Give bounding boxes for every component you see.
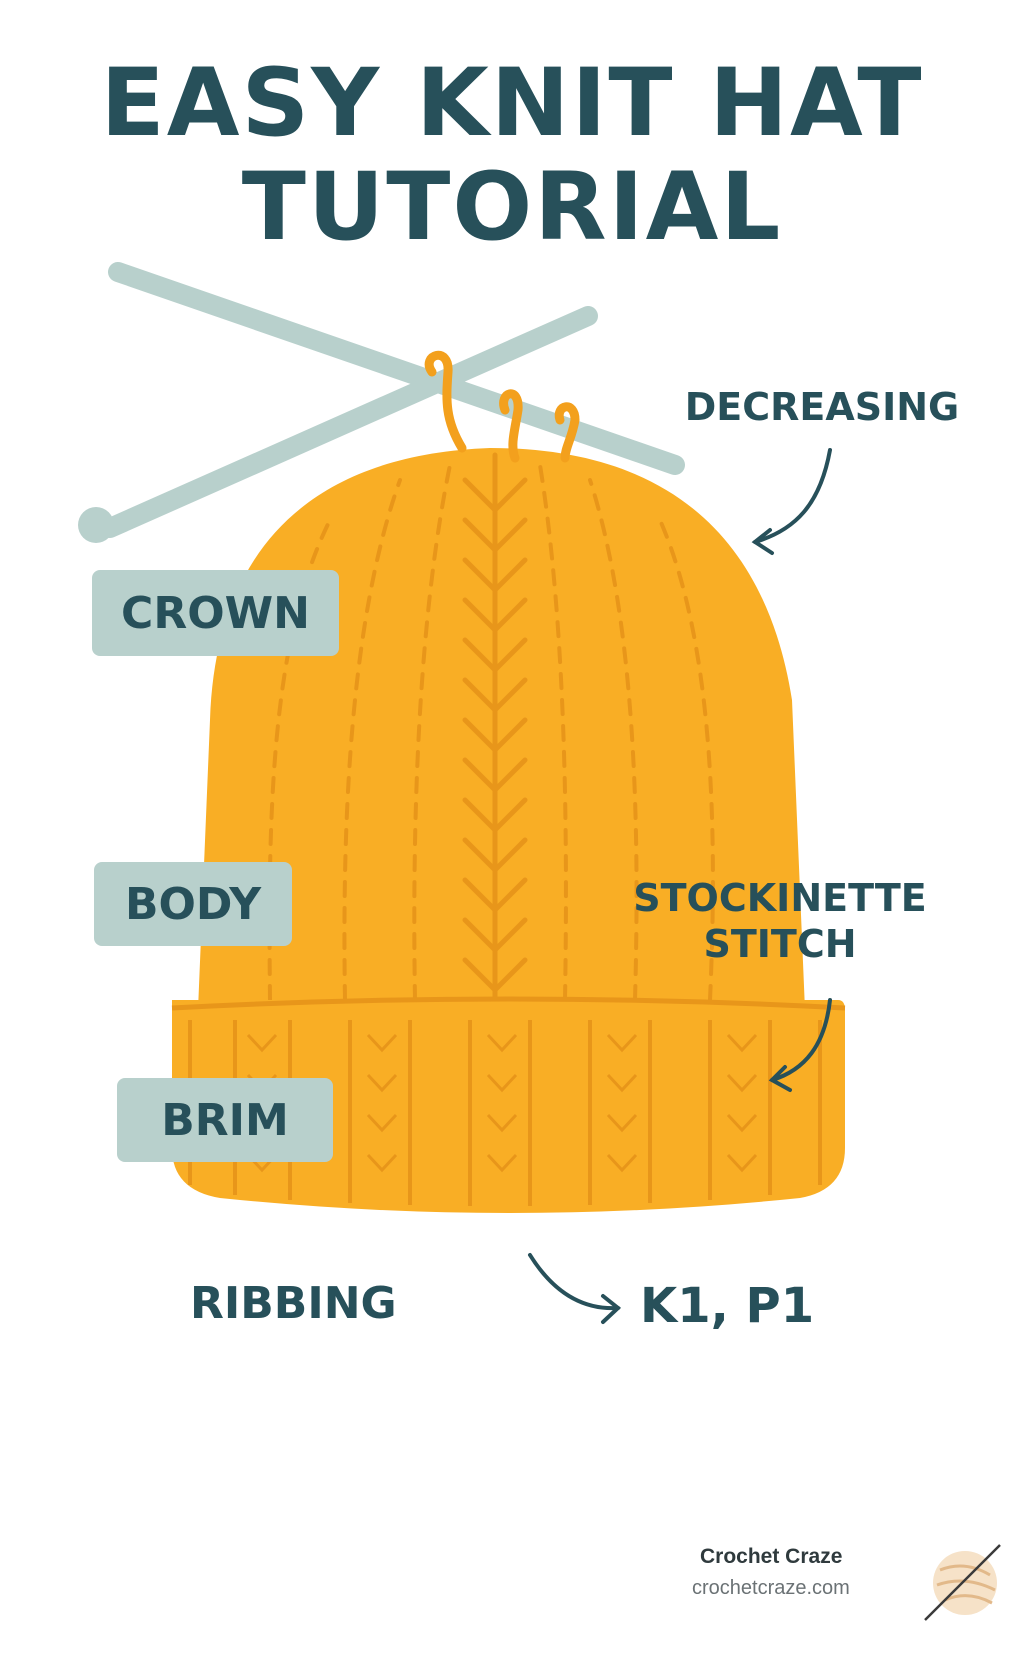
hat-body (198, 448, 805, 1010)
stockinette-arrow (770, 998, 832, 1082)
stockinette-label-line-1: STOCKINETTE (633, 876, 927, 920)
yarn-loops (424, 350, 580, 463)
crown-label-text: CROWN (121, 587, 310, 639)
decreasing-arrow (753, 448, 832, 544)
crown-label: CROWN (92, 570, 339, 656)
page-title: EASY KNIT HAT TUTORIAL (0, 52, 1024, 260)
ribbing-pattern-label: K1, P1 (640, 1278, 815, 1334)
decreasing-label: DECREASING (684, 385, 960, 429)
brand-url: crochetcraze.com (692, 1577, 850, 1599)
arrow-icon (528, 448, 832, 1324)
ribbing-arrow (528, 1253, 620, 1311)
brand-name: Crochet Craze (700, 1545, 843, 1568)
rib-stitches (246, 1033, 758, 1173)
yarn-ball-icon (924, 1544, 1001, 1621)
cable-braid (462, 452, 528, 1013)
body-label: BODY (94, 862, 292, 946)
stockinette-label-line-2: STITCH (703, 922, 857, 966)
stockinette-label: STOCKINETTE STITCH (630, 875, 930, 967)
ribbing-label: RIBBING (190, 1278, 397, 1329)
body-label-text: BODY (124, 878, 262, 930)
brim-label: BRIM (117, 1078, 333, 1162)
rib-lines (188, 1020, 822, 1206)
knitting-needles-icon (78, 262, 685, 543)
title-line-2: TUTORIAL (241, 153, 783, 262)
brim-label-text: BRIM (161, 1094, 289, 1146)
hat-brim (172, 1000, 845, 1213)
title-line-1: EASY KNIT HAT (100, 49, 924, 158)
